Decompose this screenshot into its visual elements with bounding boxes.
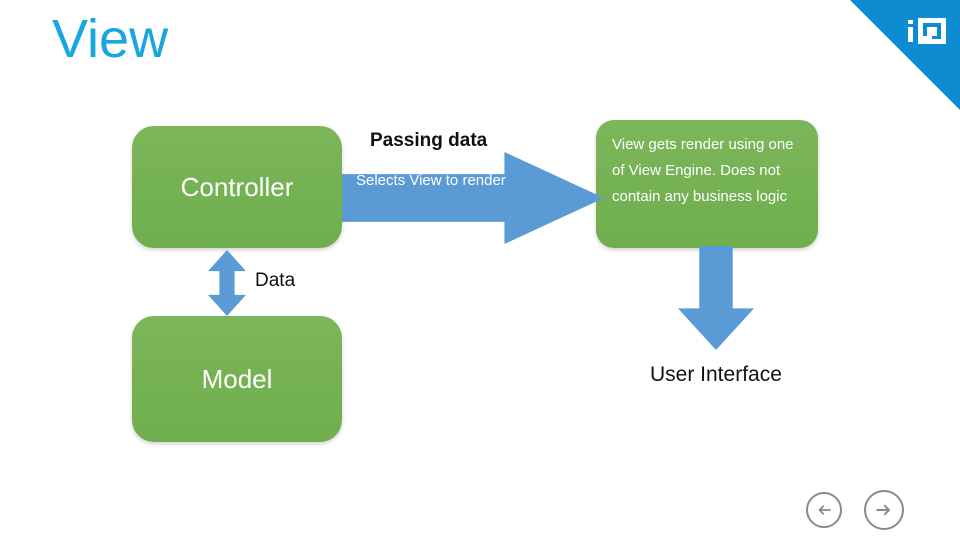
slide-navigation — [806, 490, 904, 530]
arrow-right-circle-icon[interactable] — [864, 490, 904, 530]
arrow-left-circle-icon[interactable] — [806, 492, 842, 528]
page-title: View — [52, 9, 169, 69]
edge-label-passing-data: Passing data — [370, 130, 488, 151]
diagram-node-model-label: Model — [201, 363, 273, 394]
diagram-node-view-label: View gets render using one of View Engin… — [612, 136, 794, 205]
diagram-node-view[interactable]: View gets render using one of View Engin… — [596, 120, 818, 248]
edge-label-user-interface: User Interface — [650, 363, 782, 386]
arrow-down-view-to-ui-icon — [678, 246, 754, 350]
diagram-node-controller[interactable]: Controller — [132, 126, 342, 248]
arrow-updown-controller-to-model-icon — [208, 250, 246, 316]
diagram-node-controller-label: Controller — [180, 171, 294, 202]
arrow-right-controller-to-view-icon — [342, 152, 604, 244]
diagram-node-model[interactable]: Model — [132, 316, 342, 442]
edge-label-selects-view-to-render: Selects View to render — [356, 172, 506, 189]
edge-label-data: Data — [255, 270, 296, 291]
bracket-square-logo-icon — [908, 14, 948, 50]
